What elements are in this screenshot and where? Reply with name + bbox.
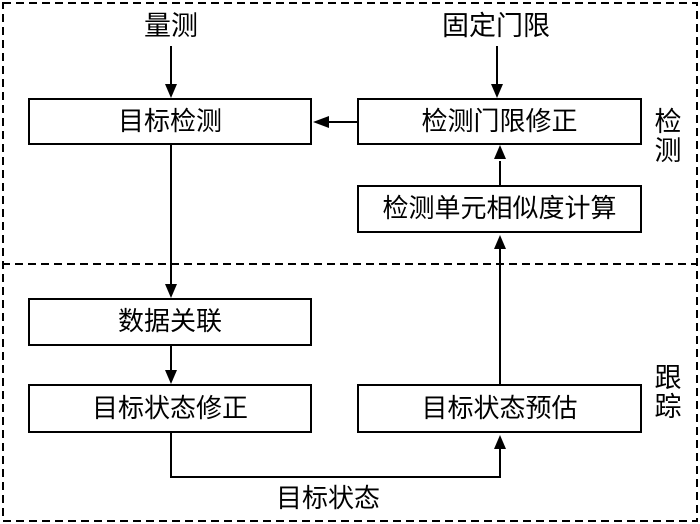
box-target-detection: 目标检测 bbox=[28, 98, 312, 145]
arrow-correction-to-detection bbox=[313, 116, 357, 128]
input-label-fixed-threshold: 固定门限 bbox=[442, 11, 550, 41]
box-detection-cell-similarity-calculation: 检测单元相似度计算 bbox=[357, 185, 642, 233]
arrow-measurement-to-detection bbox=[165, 46, 177, 98]
arrow-detection-to-association bbox=[165, 145, 177, 298]
output-label-target-state: 目标状态 bbox=[275, 484, 381, 513]
arrow-statecorrection-to-prediction bbox=[170, 433, 506, 478]
section-label-tracking: 跟踪 bbox=[654, 363, 682, 422]
arrow-threshold-to-correction bbox=[491, 46, 503, 98]
box-detection-threshold-correction: 检测门限修正 bbox=[357, 98, 642, 145]
input-label-measurement: 量测 bbox=[144, 11, 198, 41]
box-target-state-prediction: 目标状态预估 bbox=[357, 384, 642, 433]
box-data-association: 数据关联 bbox=[28, 298, 312, 346]
arrow-association-to-statecorrection bbox=[165, 346, 177, 384]
box-target-state-correction: 目标状态修正 bbox=[28, 384, 312, 433]
section-label-detection: 检测 bbox=[654, 107, 682, 166]
arrow-similarity-to-correction bbox=[494, 145, 506, 185]
arrow-prediction-to-similarity bbox=[494, 235, 506, 384]
